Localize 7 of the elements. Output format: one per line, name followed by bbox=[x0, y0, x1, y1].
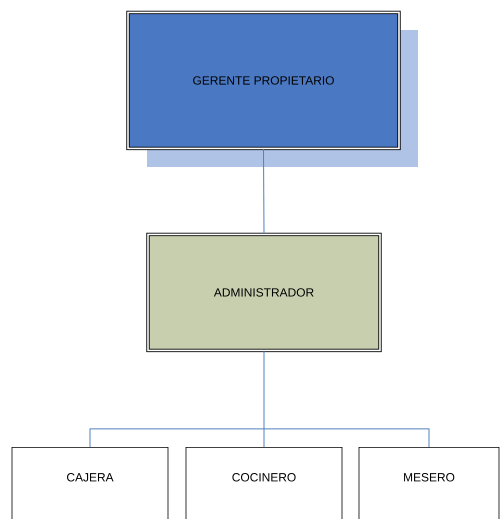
connector-line bbox=[264, 350, 430, 448]
staff-box: MESERO bbox=[358, 447, 500, 519]
manager-box: GERENTE PROPIETARIO bbox=[126, 10, 401, 150]
connector-line bbox=[263, 148, 264, 234]
staff-box: CAJERA bbox=[12, 447, 168, 519]
staff-box: COCINERO bbox=[186, 447, 342, 519]
administrator-box: ADMINISTRADOR bbox=[146, 232, 382, 352]
